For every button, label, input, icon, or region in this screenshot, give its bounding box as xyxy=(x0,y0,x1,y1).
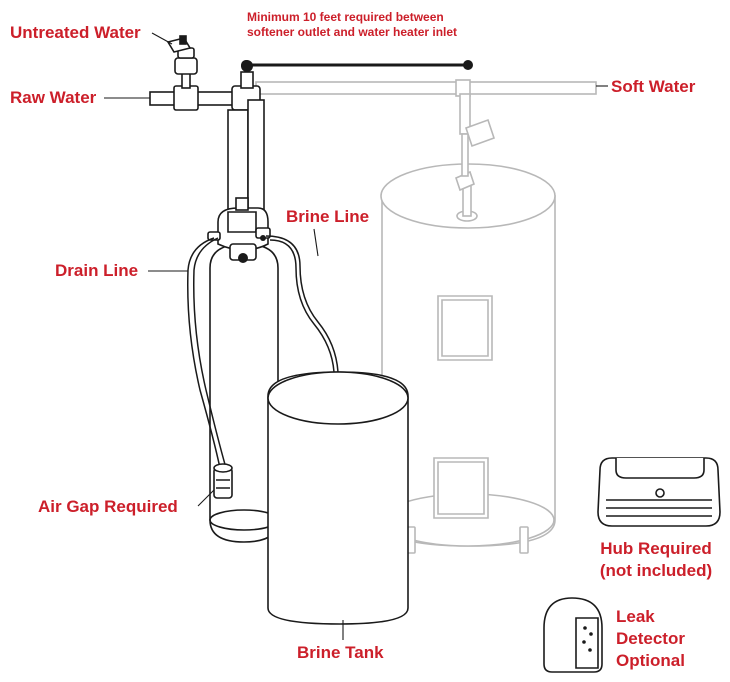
air-gap-label: Air Gap Required xyxy=(38,497,178,516)
drain-line xyxy=(187,237,227,469)
brine-tank-label: Brine Tank xyxy=(297,643,384,662)
shutoff-valve-icon xyxy=(166,35,198,75)
brine-line-label: Brine Line xyxy=(286,207,370,226)
distance-note: Minimum 10 feet required between softene… xyxy=(247,10,458,39)
hub-label-line1: Hub Required xyxy=(600,539,712,558)
leak-label-line3: Optional xyxy=(616,651,685,670)
brine-tank-icon xyxy=(267,371,409,625)
distance-marker xyxy=(241,60,473,70)
drain-line-label: Drain Line xyxy=(55,261,139,280)
inlet-plumbing xyxy=(149,59,265,217)
brine-line xyxy=(265,235,339,373)
soft-water-pipe xyxy=(255,79,597,177)
untreated-water-label: Untreated Water xyxy=(10,23,141,42)
hub-icon xyxy=(597,457,721,527)
hub-label-line2: (not included) xyxy=(599,561,713,580)
air-gap-icon xyxy=(213,463,233,499)
raw-water-label: Raw Water xyxy=(10,88,97,107)
leak-label-line1: Leak xyxy=(616,607,655,626)
leak-label-line2: Detector xyxy=(616,629,685,648)
soft-water-label: Soft Water xyxy=(611,77,696,96)
leader-lines xyxy=(104,32,608,640)
leak-detector-icon xyxy=(543,597,603,673)
